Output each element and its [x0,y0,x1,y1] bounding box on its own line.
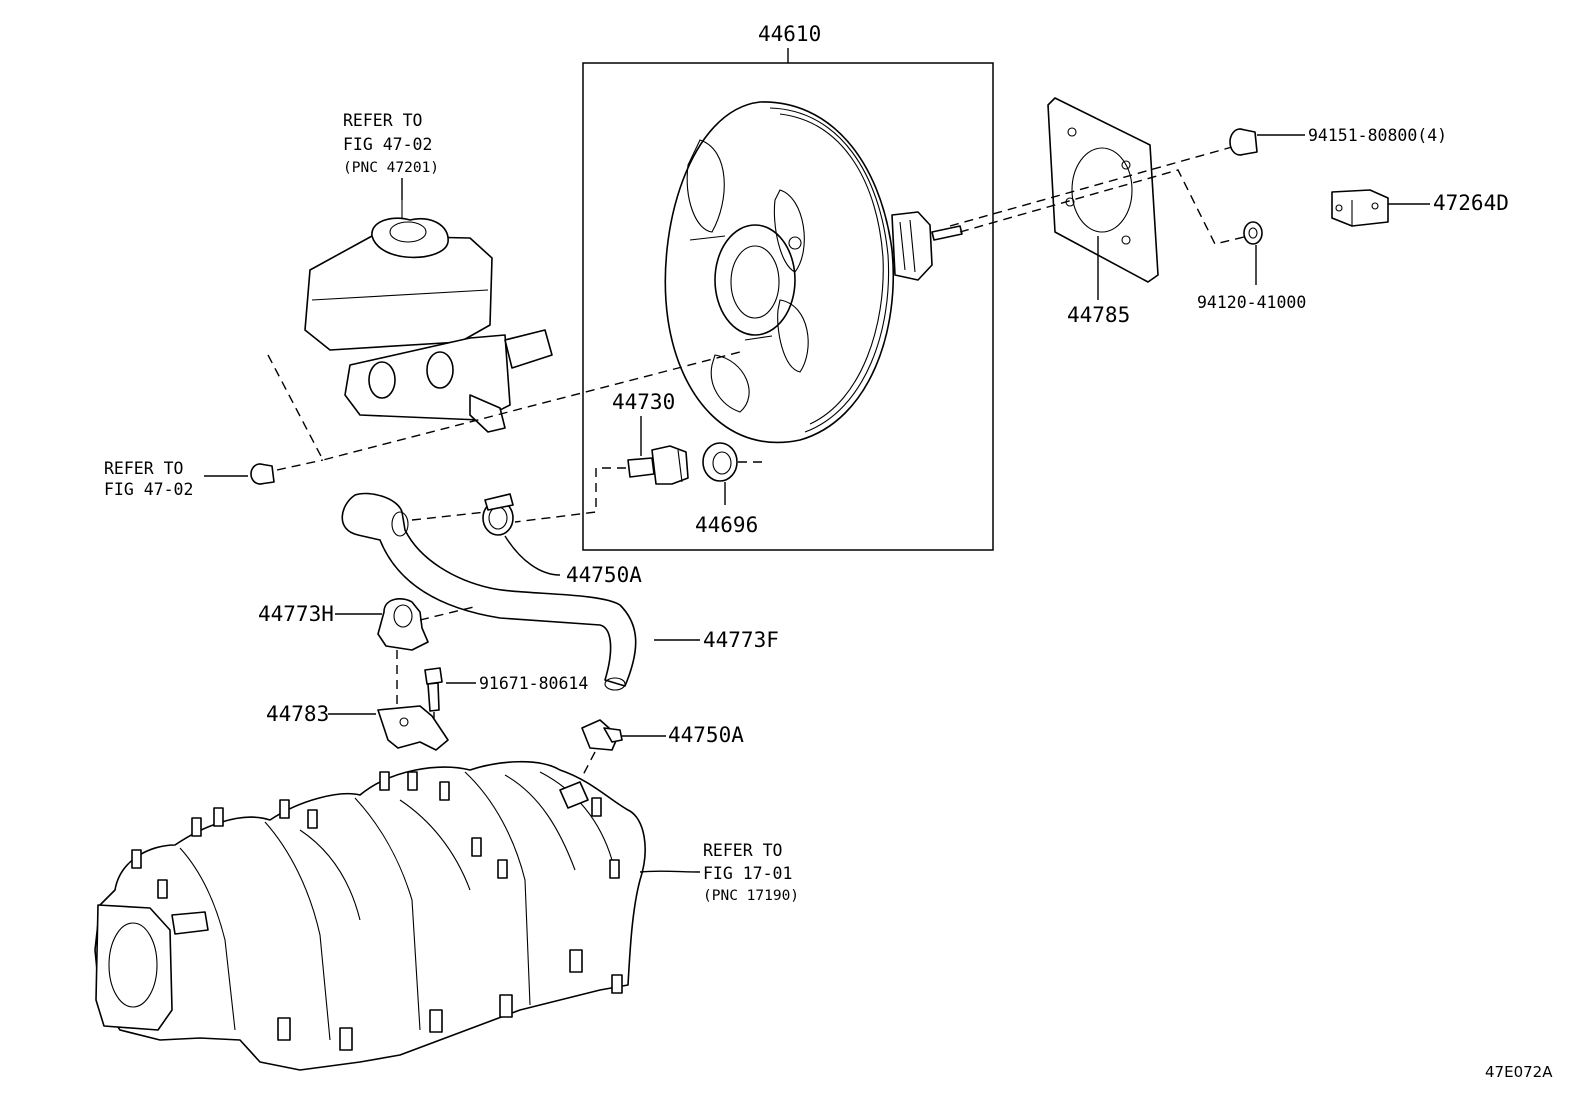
washer-94120[interactable] [1243,221,1263,245]
check-valve-44730[interactable] [627,445,689,485]
clamp-44750a-lower[interactable] [581,719,623,751]
master-cylinder[interactable] [304,200,553,433]
callout-44785[interactable]: 44785 [1067,303,1130,327]
callout-44783[interactable]: 44783 [266,702,329,726]
figure-code: 47E072A [1485,1063,1553,1081]
callout-44610[interactable]: 44610 [758,22,821,46]
bolt-91671[interactable] [424,667,443,712]
callout-mc-ref-line3: (PNC 47201) [343,160,439,176]
nut-47-02[interactable] [250,463,275,485]
callout-nut-ref-line2[interactable]: FIG 47-02 [104,480,193,499]
callout-94120[interactable]: 94120-41000 [1197,293,1306,312]
clevis-47264d[interactable] [1331,189,1389,227]
clamp-44773h[interactable] [377,598,429,651]
callout-44696[interactable]: 44696 [695,513,758,537]
callout-manifold-ref-line2[interactable]: FIG 17-01 [703,864,792,883]
callout-91671[interactable]: 91671-80614 [479,674,588,693]
nut-94151[interactable] [1229,128,1258,156]
callout-47264d[interactable]: 47264D [1433,191,1509,215]
brake-booster[interactable] [664,101,963,444]
gasket-44785[interactable] [1047,97,1159,283]
callout-44750a-upper[interactable]: 44750A [566,563,642,587]
callout-44773h[interactable]: 44773H [258,602,334,626]
grommet-44696[interactable] [702,442,738,482]
callout-94151[interactable]: 94151-80800(4) [1308,126,1447,145]
callout-44730[interactable]: 44730 [612,390,675,414]
callout-44750a-lower[interactable]: 44750A [668,723,744,747]
callout-mc-ref-line2[interactable]: FIG 47-02 [343,135,432,154]
bracket-44783[interactable] [377,705,449,751]
vacuum-hose-44773f[interactable] [341,492,637,691]
callout-mc-ref-line1[interactable]: REFER TO [343,111,422,130]
callout-nut-ref-line1[interactable]: REFER TO [104,459,183,478]
intake-manifold[interactable] [94,760,646,1071]
callout-manifold-ref-line1[interactable]: REFER TO [703,841,782,860]
callout-44773f[interactable]: 44773F [703,628,779,652]
callout-manifold-ref-line3: (PNC 17190) [703,888,799,904]
clamp-44750a-upper[interactable] [482,493,514,536]
